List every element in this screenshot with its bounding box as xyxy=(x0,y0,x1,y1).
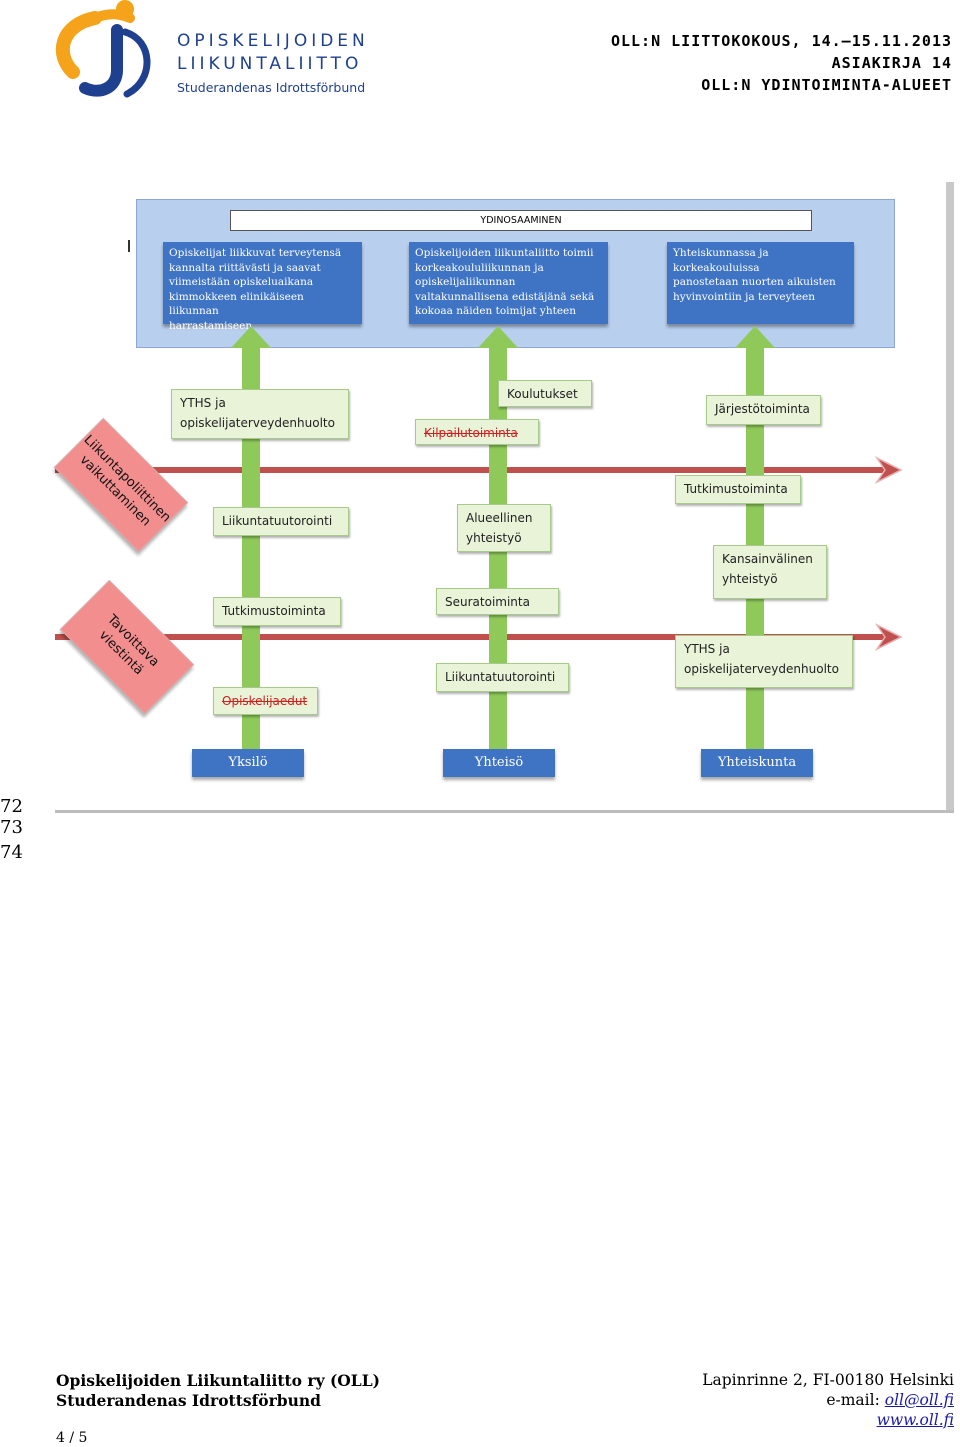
meeting-title: OLL:N LIITTOKOKOUS, 14.–15.11.2013 xyxy=(610,32,952,50)
org-name-line2: LIIKUNTALIITTO xyxy=(177,54,363,74)
goal-line: korkeakoululiikunnan ja xyxy=(415,261,544,274)
website-link[interactable]: www.oll.fi xyxy=(876,1411,954,1429)
activity-box: Järjestötoiminta xyxy=(706,395,821,425)
level-society: Yhteiskunta xyxy=(701,749,813,777)
core-competence-title: YDINOSAAMINEN xyxy=(230,210,812,231)
activity-box: Tutkimustoiminta xyxy=(675,475,801,504)
org-name-swedish: Studerandenas Idrottsförbund xyxy=(177,80,366,95)
goal-line: hyvinvointiin ja terveyteen xyxy=(673,290,815,303)
horizontal-arrow-policy xyxy=(55,467,895,473)
goal-line: kokoaa näiden toimijat yhteen xyxy=(415,305,577,317)
activity-line: Järjestötoiminta xyxy=(715,402,810,416)
page-number: 4 / 5 xyxy=(56,1430,88,1446)
activity-line: Tutkimustoiminta xyxy=(222,604,326,618)
horizontal-arrow-communication xyxy=(55,634,895,640)
stray-mark xyxy=(128,240,130,252)
goal-line: kannalta riittävästi ja saavat xyxy=(169,261,321,274)
activity-box: Kansainvälinen yhteistyö xyxy=(713,545,827,599)
arrow-head-right-icon xyxy=(875,456,903,484)
goal-line: Opiskelijoiden liikuntaliitto toimii xyxy=(415,247,594,259)
activity-line: Liikuntatuutorointi xyxy=(222,514,333,528)
email-link[interactable]: oll@oll.fi xyxy=(884,1391,954,1409)
activity-box: YTHS ja opiskelijaterveydenhuolto xyxy=(675,635,853,688)
goal-line: opiskelijaliikunnan xyxy=(415,276,516,288)
activity-box: Tutkimustoiminta xyxy=(213,597,341,626)
activity-line: opiskelijaterveydenhuolto xyxy=(684,662,839,676)
goal-line: valtakunnallisena edistäjänä sekä xyxy=(415,290,595,303)
diagram-shadow-right xyxy=(946,182,954,812)
core-areas-diagram: YDINOSAAMINEN Opiskelijat liikkuvat terv… xyxy=(53,180,955,815)
activity-line: yhteistyö xyxy=(466,531,522,545)
footer-email-label: e-mail: xyxy=(826,1391,885,1409)
arrow-head-up-icon xyxy=(478,326,518,348)
activity-line: opiskelijaterveydenhuolto xyxy=(180,416,335,430)
activity-box: Liikuntatuutorointi xyxy=(213,507,349,536)
activity-box-struck: Kilpailutoiminta xyxy=(415,419,539,445)
document-subject: OLL:N YDINTOIMINTA-ALUEET xyxy=(701,76,952,94)
goal-line: Opiskelijat liikkuvat terveytensä xyxy=(169,247,342,259)
level-individual: Yksilö xyxy=(192,749,304,777)
arrow-head-right-icon xyxy=(875,623,903,651)
vertical-arrow-individual xyxy=(242,348,260,751)
goal-line: korkeakouluissa xyxy=(673,261,760,274)
arrow-head-up-icon xyxy=(735,326,775,348)
goal-community: Opiskelijoiden liikuntaliitto toimii kor… xyxy=(409,242,608,324)
activity-line: Alueellinen xyxy=(466,511,533,525)
footer-address: Lapinrinne 2, FI-00180 Helsinki xyxy=(702,1371,954,1389)
label-communication: Tavoittava viestintä xyxy=(59,579,195,715)
line-number: 74 xyxy=(0,842,23,863)
activity-box: Koulutukset xyxy=(498,380,592,407)
document-number: ASIAKIRJA 14 xyxy=(831,54,952,72)
logo xyxy=(55,0,160,100)
activity-line: Tutkimustoiminta xyxy=(684,482,788,496)
activity-line: Kilpailutoiminta xyxy=(424,426,518,440)
activity-line: YTHS ja xyxy=(684,642,730,656)
activity-box: Seuratoiminta xyxy=(436,588,559,615)
goal-line: kimmokkeen elinikäiseen liikunnan xyxy=(169,290,304,318)
goal-line: viimeistään opiskeluaikana xyxy=(169,276,314,288)
line-number: 73 xyxy=(0,817,23,838)
activity-line: Koulutukset xyxy=(507,387,578,401)
arrow-head-up-icon xyxy=(231,326,271,348)
activity-line: yhteistyö xyxy=(722,572,778,586)
diagram-shadow-bottom xyxy=(55,810,954,813)
activity-line: Seuratoiminta xyxy=(445,595,530,609)
footer-org-fi: Opiskelijoiden Liikuntaliitto ry (OLL) xyxy=(56,1371,380,1390)
activity-box: Liikuntatuutorointi xyxy=(436,663,569,692)
activity-box-struck: Opiskelijaedut xyxy=(213,687,318,715)
activity-line: Liikuntatuutorointi xyxy=(445,670,556,684)
logo-icon xyxy=(55,0,151,98)
footer-website-line: www.oll.fi xyxy=(877,1411,954,1429)
activity-line: Opiskelijaedut xyxy=(222,694,308,708)
footer-email-line: e-mail: oll@oll.fi xyxy=(826,1391,954,1409)
activity-box: YTHS ja opiskelijaterveydenhuolto xyxy=(171,389,349,439)
activity-line: YTHS ja xyxy=(180,396,226,410)
label-policy-influence: Liikuntapoliittinen vaikuttaminen xyxy=(53,417,189,553)
goal-line: Yhteiskunnassa ja xyxy=(673,247,769,259)
goal-individual: Opiskelijat liikkuvat terveytensä kannal… xyxy=(163,242,362,332)
activity-line: Kansainvälinen xyxy=(722,552,813,566)
activity-box: Alueellinen yhteistyö xyxy=(457,504,551,552)
goal-line: panostetaan nuorten aikuisten xyxy=(673,276,836,288)
goal-society: Yhteiskunnassa ja korkeakouluissa panost… xyxy=(667,242,854,324)
footer-org-sv: Studerandenas Idrottsförbund xyxy=(56,1391,321,1410)
org-name-line1: OPISKELIJOIDEN xyxy=(177,31,369,51)
line-number: 72 xyxy=(0,796,23,817)
level-community: Yhteisö xyxy=(443,749,555,777)
